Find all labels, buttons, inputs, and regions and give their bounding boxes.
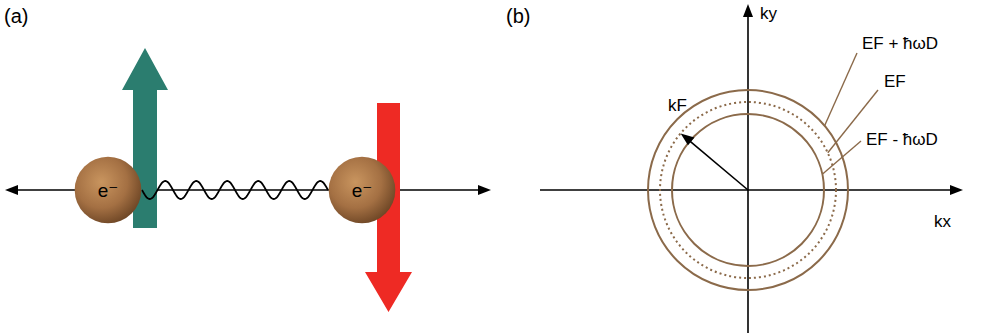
axis-label: EF - ħωD	[866, 130, 938, 150]
leader-line	[822, 53, 878, 174]
axis-label: kF	[668, 96, 687, 116]
electron-body	[75, 157, 142, 224]
axis-label: kx	[934, 212, 951, 232]
fermi-shells	[648, 90, 848, 290]
wavy-line	[142, 181, 328, 199]
fermi-wavevector-arrow	[681, 133, 748, 190]
phonon-interaction	[142, 181, 328, 199]
panel-label: (b)	[506, 4, 530, 28]
electron-body	[329, 157, 396, 224]
particle-symbol: e⁻	[98, 179, 119, 202]
panel-label: (a)	[4, 4, 28, 28]
axis-label: ky	[760, 4, 777, 24]
particle-symbol: e⁻	[352, 179, 373, 202]
electron: e⁻	[328, 156, 396, 224]
k-axes	[540, 4, 963, 333]
axis-label: EF + ħωD	[862, 34, 938, 54]
electron: e⁻	[74, 156, 142, 224]
axis-label: EF	[884, 72, 906, 92]
